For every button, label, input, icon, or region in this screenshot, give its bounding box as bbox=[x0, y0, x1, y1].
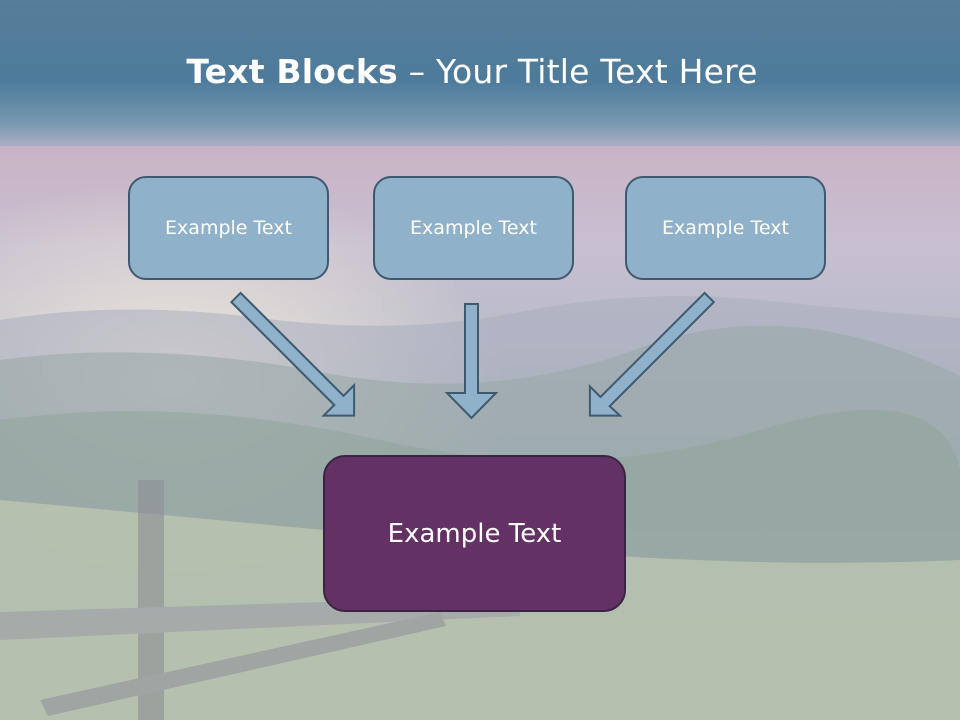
title-rest-text: – Your Title Text Here bbox=[397, 52, 758, 91]
arrow-left-diagonal bbox=[229, 291, 356, 417]
text-block-1[interactable]: Example Text bbox=[128, 176, 329, 280]
title-bold-text: Text Blocks bbox=[186, 52, 398, 91]
slide-title: Text Blocks – Your Title Text Here bbox=[0, 52, 944, 91]
text-block-3[interactable]: Example Text bbox=[625, 176, 826, 280]
main-text-block[interactable]: Example Text bbox=[323, 455, 626, 612]
arrow-right-diagonal bbox=[588, 291, 716, 417]
text-block-2[interactable]: Example Text bbox=[373, 176, 574, 280]
title-bar bbox=[0, 0, 960, 146]
arrow-center-down bbox=[444, 303, 499, 420]
